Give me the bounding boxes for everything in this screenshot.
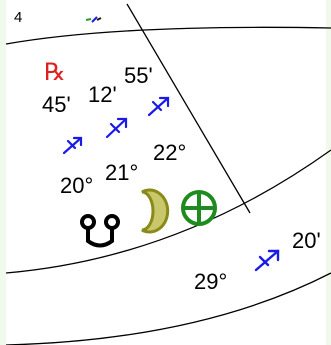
cusp-marker-glyphs (85, 16, 102, 23)
south-node-icon (80, 214, 120, 248)
retrograde-symbol: ℞ (44, 59, 66, 86)
sagittarius-icon (62, 136, 83, 155)
inner-ring-arc (5, 26, 331, 45)
planet-minute-1: 45' (42, 92, 71, 117)
part-of-fortune-icon (181, 190, 217, 226)
zodiac-ring-inner-arc (5, 149, 331, 274)
planet-degree-2: 21° (105, 160, 138, 185)
sagittarius-icon (105, 117, 128, 139)
sagittarius-icon (147, 96, 170, 117)
chart-panel (6, 0, 326, 345)
sagittarius-icon (254, 249, 280, 272)
cusp-minute: 20' (292, 228, 321, 253)
cusp-degree: 29° (194, 269, 227, 294)
planet-degree-3: 22° (153, 140, 186, 165)
house-number: 4 (14, 9, 22, 26)
moon-icon (141, 188, 170, 234)
planet-degree-1: 20° (60, 173, 93, 198)
planet-minute-3: 55' (124, 63, 153, 88)
house-cusp-line (126, 3, 251, 214)
zodiac-ring-outer-arc (5, 272, 331, 345)
planet-minute-2: 12' (88, 82, 117, 107)
